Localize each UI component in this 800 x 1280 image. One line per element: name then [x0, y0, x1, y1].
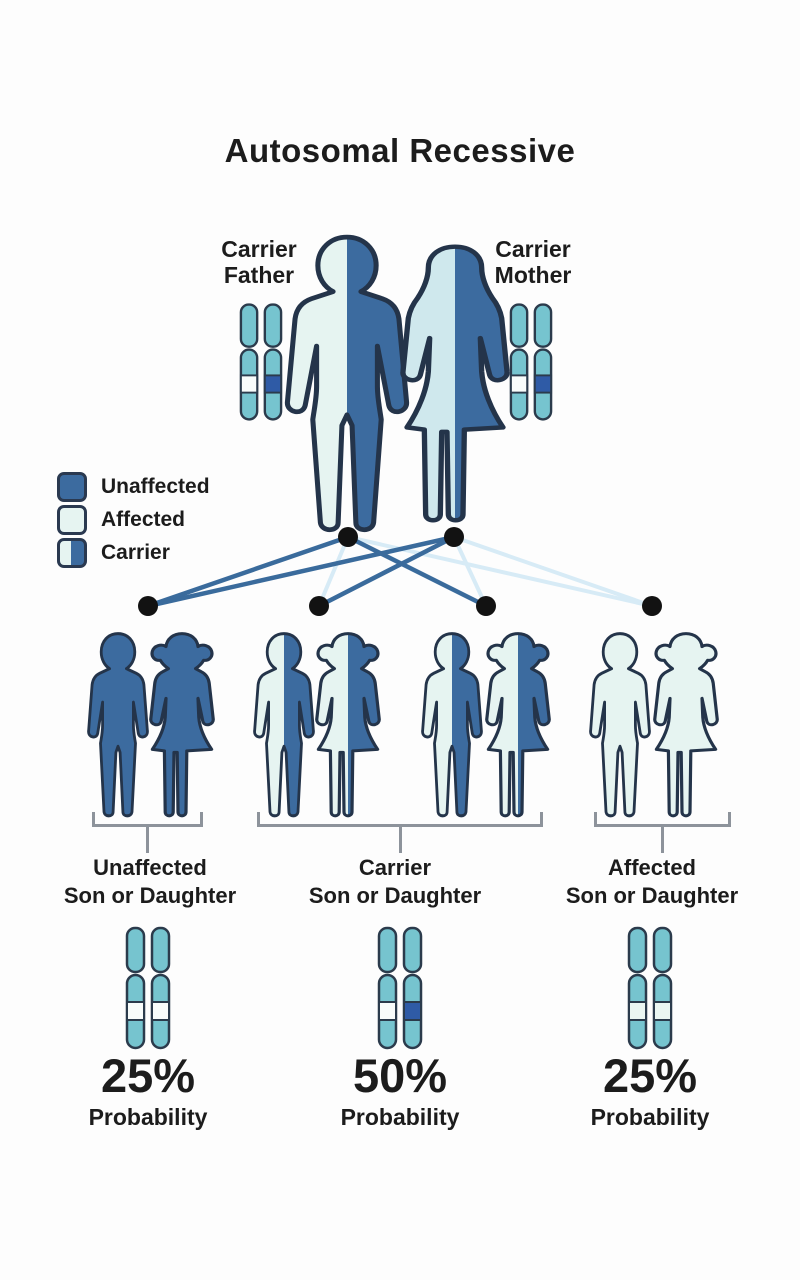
- outcome-label-unaffected-line1: Unaffected: [93, 855, 207, 880]
- bracket-carrier: [257, 812, 543, 827]
- affected-swatch-icon: [57, 504, 87, 535]
- bracket-affected: [594, 812, 731, 827]
- affected-child-node-dot: [642, 596, 662, 616]
- bracket-stem-carrier: [399, 826, 402, 853]
- probability-unaffected: 25% Probability: [38, 1050, 258, 1132]
- unaffected-chromosome-pair-icon: [125, 926, 171, 1050]
- bracket-unaffected: [92, 812, 203, 827]
- unaffected-child-node-dot: [138, 596, 158, 616]
- carrier-mother-label: Carrier Mother: [460, 236, 606, 288]
- carrier-mother-label-line1: Carrier: [495, 236, 571, 262]
- carrier-mother-label-line2: Mother: [494, 262, 572, 288]
- bracket-stem-unaffected: [146, 826, 149, 853]
- affected-daughter-figure: [638, 626, 734, 824]
- carrier-daughter-figure-1: [300, 626, 396, 824]
- affected-chromosome-pair-icon: [627, 926, 673, 1050]
- legend-label-unaffected: Unaffected: [101, 474, 210, 498]
- carrier-child-node-dot-1: [309, 596, 329, 616]
- legend-label-carrier: Carrier: [101, 540, 170, 564]
- probability-affected: 25% Probability: [540, 1050, 760, 1132]
- legend-item-affected: Affected: [57, 503, 210, 536]
- unaffected-swatch-icon: [57, 471, 87, 502]
- carrier-daughter-figure-2: [470, 626, 566, 824]
- carrier-mother-figure: [375, 240, 535, 530]
- probability-carrier-caption: Probability: [340, 1104, 460, 1130]
- mother-node-dot: [444, 527, 464, 547]
- unaffected-daughter-figure: [134, 626, 230, 824]
- legend-item-unaffected: Unaffected: [57, 470, 210, 503]
- probability-affected-value: 25%: [602, 1049, 698, 1102]
- legend-item-carrier: Carrier: [57, 536, 210, 569]
- carrier-father-label: Carrier Father: [186, 236, 332, 288]
- outcome-label-affected-line2: Son or Daughter: [565, 883, 739, 908]
- carrier-chromosome-pair-icon: [377, 926, 423, 1050]
- probability-affected-caption: Probability: [590, 1104, 710, 1130]
- probability-carrier: 50% Probability: [290, 1050, 510, 1132]
- probability-carrier-value: 50%: [352, 1049, 448, 1102]
- outcome-label-unaffected: Unaffected Son or Daughter: [20, 854, 280, 910]
- legend: Unaffected Affected Carrier: [57, 470, 210, 569]
- legend-label-affected: Affected: [101, 507, 186, 531]
- carrier-child-node-dot-2: [476, 596, 496, 616]
- carrier-father-label-line1: Carrier: [221, 236, 297, 262]
- probability-unaffected-caption: Probability: [88, 1104, 208, 1130]
- bracket-stem-affected: [661, 826, 664, 853]
- outcome-label-carrier-line1: Carrier: [358, 855, 432, 880]
- carrier-father-label-line2: Father: [223, 262, 295, 288]
- probability-unaffected-value: 25%: [100, 1049, 196, 1102]
- outcome-label-carrier-line2: Son or Daughter: [308, 883, 482, 908]
- outcome-label-affected: Affected Son or Daughter: [522, 854, 782, 910]
- outcome-label-unaffected-line2: Son or Daughter: [63, 883, 237, 908]
- outcome-label-carrier: Carrier Son or Daughter: [265, 854, 525, 910]
- carrier-swatch-icon: [57, 537, 87, 568]
- outcome-label-affected-line1: Affected: [607, 855, 696, 880]
- diagram-title: Autosomal Recessive: [224, 132, 576, 169]
